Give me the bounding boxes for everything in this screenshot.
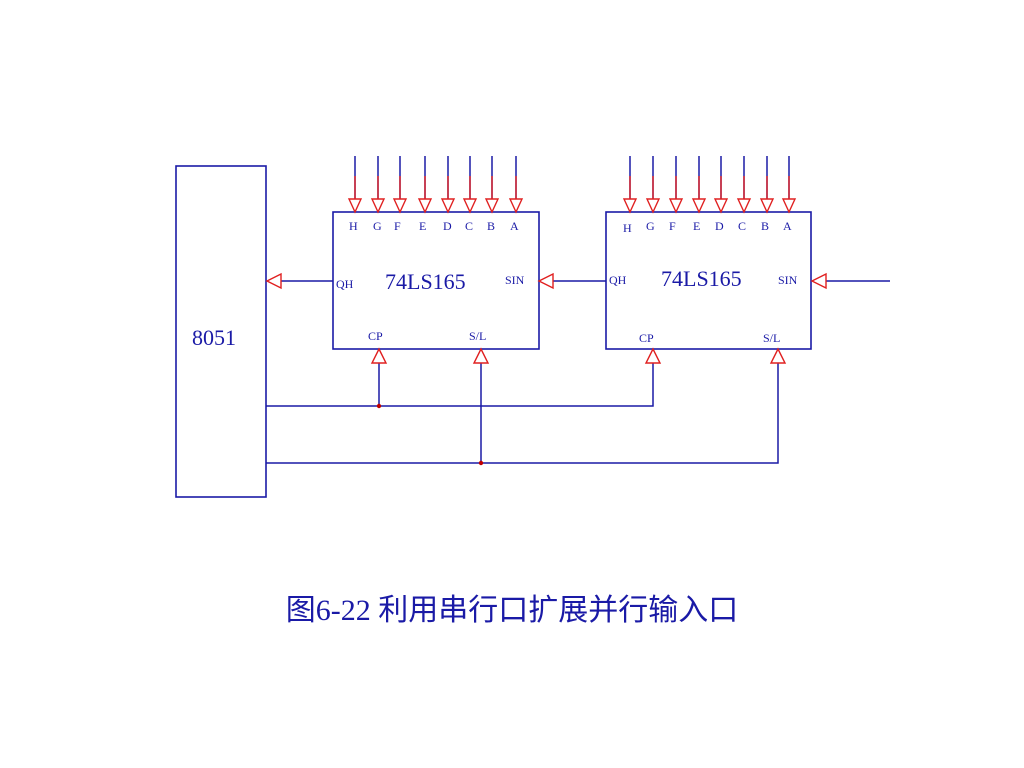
chip1-input-arrow-6 [484, 198, 500, 214]
chip2-pin-7: A [783, 219, 792, 233]
chip2-input-arrow-3 [691, 198, 707, 214]
chip2-input-arrow-5 [736, 198, 752, 214]
chip2-qh-label: QH [609, 273, 627, 287]
chip2-input-arrow-4 [713, 198, 729, 214]
chip1-pin-5: C [465, 219, 473, 233]
chip2-input-arrow-2 [668, 198, 684, 214]
arrow-into-chip2-sin [810, 272, 827, 290]
chip1-parallel-inputs [347, 156, 524, 214]
sl-junction-dot [478, 460, 484, 466]
arrow-into-chip2-sl [769, 347, 787, 364]
chip2-pin-5: C [738, 219, 746, 233]
chip2-parallel-inputs [622, 156, 797, 214]
chip1-pin-4: D [443, 219, 452, 233]
arrow-into-chip1-cp [370, 347, 388, 364]
chip1-input-arrow-5 [462, 198, 478, 214]
chip1-sin-label: SIN [505, 273, 525, 287]
chip2-pin-3: E [693, 219, 700, 233]
chip1-pin-1: G [373, 219, 382, 233]
arrow-into-chip1-sl [472, 347, 490, 364]
cp-bus-wire [266, 362, 654, 407]
chip1-cp-label: CP [368, 329, 383, 343]
chip1-pin-2: F [394, 219, 401, 233]
chip2-cp-label: CP [639, 331, 654, 345]
chip2-input-arrow-6 [759, 198, 775, 214]
chip1-pin-0: H [349, 219, 358, 233]
chip1-pin-7: A [510, 219, 519, 233]
chip2-input-arrow-1 [645, 198, 661, 214]
chip1-sl-label: S/L [469, 329, 486, 343]
chip1-pin-6: B [487, 219, 495, 233]
chip1-input-arrow-1 [370, 198, 386, 214]
chip2-pin-1: G [646, 219, 655, 233]
chip1-input-arrow-0 [347, 198, 363, 214]
chip2-input-arrow-7 [781, 198, 797, 214]
chip2-pin-2: F [669, 219, 676, 233]
mcu-8051-box [175, 165, 267, 498]
chip2-sl-label: S/L [763, 331, 780, 345]
chip1-input-arrow-3 [417, 198, 433, 214]
cp-junction-dot [376, 403, 382, 409]
arrow-into-chip2-cp [644, 347, 662, 364]
chip2-title: 74LS165 [661, 266, 742, 291]
chip2-input-arrow-0 [622, 198, 638, 214]
chip1-input-arrow-4 [440, 198, 456, 214]
arrow-into-8051 [265, 272, 282, 290]
arrow-into-chip1-sin [537, 272, 554, 290]
chip2-pin-0: H [623, 221, 632, 235]
chip2-pin-4: D [715, 219, 724, 233]
chip1-pin-3: E [419, 219, 426, 233]
chip1-title: 74LS165 [385, 269, 466, 294]
chip1-input-arrow-2 [392, 198, 408, 214]
chip2-sin-label: SIN [778, 273, 798, 287]
figure-caption: 图6-22 利用串行口扩展并行输入口 [285, 594, 739, 627]
mcu-8051-label: 8051 [192, 325, 236, 350]
sl-bus-wire [266, 362, 779, 464]
chip2-pin-6: B [761, 219, 769, 233]
chip1-qh-label: QH [336, 277, 354, 291]
chip1-input-arrow-7 [508, 198, 524, 214]
